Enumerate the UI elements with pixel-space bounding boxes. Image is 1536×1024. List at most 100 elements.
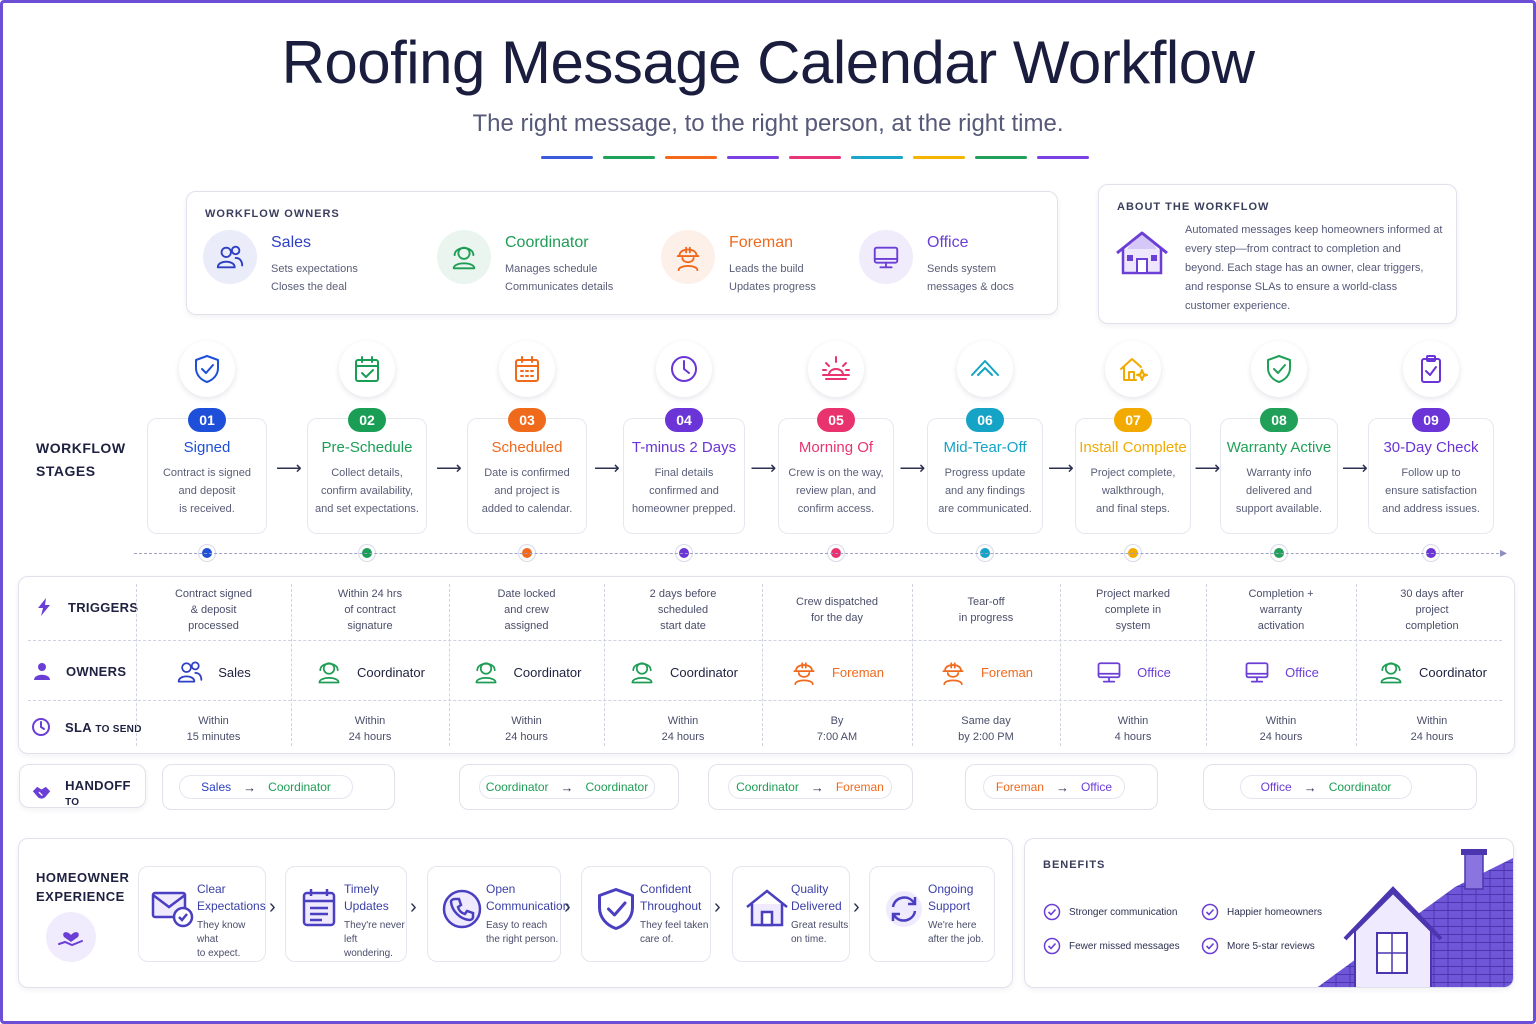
stage-desc-line: ensure satisfaction [1385,485,1477,497]
experience-desc-line: the right person. [486,934,559,945]
trigger-line: completion [1405,620,1459,632]
stage-desc-line: delivered and [1245,485,1313,497]
owner-desc-line: Sends system [927,263,997,275]
trigger-line: 30 days after [1400,588,1464,600]
handoff-box [965,764,1158,810]
divider-dash [1037,156,1089,159]
experience-title-line: Timely [344,882,379,896]
handoff-to: Office [1080,780,1113,794]
stage-title: Mid-Tear-Off [943,439,1027,456]
sla-line: Within [1416,715,1448,727]
sla-line: 15 minutes [186,731,241,743]
sla-cell: Within 24 hours [1362,713,1502,745]
stage-title: Install Complete [1079,439,1187,456]
trigger-line: Completion + [1248,588,1314,600]
divider-dash [541,156,593,159]
chevron-right-icon: › [853,896,860,918]
column-divider [762,584,763,746]
benefit-item: More 5-star reviews [1201,937,1315,955]
trigger-line: project [1415,604,1449,616]
sla-cell: Within 24 hours [1211,713,1351,745]
trigger-line: system [1115,620,1151,632]
trigger-line: complete in [1104,604,1162,616]
monitor-icon [1243,658,1271,686]
experience-desc-line: Easy to reach [486,920,548,931]
sla-label: SLA TO SEND [65,720,142,735]
stage-arrow: ⟶ [1194,458,1221,478]
divider-dash [913,156,965,159]
stage-card-08 [1220,418,1338,534]
handoff-from: Sales [201,780,232,794]
stage-card-05 [778,418,894,534]
sla-line: 24 hours [348,731,392,743]
handoff-to: Foreman [835,780,884,794]
trigger-line: signature [347,620,393,632]
trigger-line: assigned [504,620,549,632]
stage-details-table [18,576,1515,754]
arrow-right-icon: → [1055,779,1069,795]
stage-arrow: ⟶ [276,458,302,478]
check-circle-icon [1043,903,1061,921]
sunrise-icon [808,341,864,397]
stage-desc-line: Progress update [944,467,1026,479]
stage-card-09 [1368,418,1494,534]
stage-desc-line: homeowner prepped. [632,503,736,515]
trigger-line: warranty [1259,604,1303,616]
experience-desc-line: after the job. [928,934,984,945]
stage-arrow: ⟶ [1342,458,1368,478]
sla-line: 24 hours [1410,731,1454,743]
stage-description: Project complete,walkthrough,and final s… [1063,464,1203,518]
sla-line: Within [1265,715,1297,727]
house-icon [1116,231,1168,275]
stage-desc-line: and project is [494,485,560,497]
owner-name: Office [927,234,969,251]
clock-icon [656,341,712,397]
monitor-icon [1095,658,1123,686]
benefit-item: Happier homeowners [1201,903,1322,921]
handoff-pill: Office→Coordinator [1240,775,1412,799]
experience-desc-line: on time. [791,934,827,945]
experience-desc-line: They know what [197,920,246,945]
sla-line: Within [354,715,386,727]
handoff-row-label: HANDOFF TO [32,778,145,808]
stage-description: Collect details,confirm availability,and… [297,464,437,518]
benefit-item: Fewer missed messages [1043,937,1180,955]
experience-title-line: Clear [197,882,226,896]
divider-dash [789,156,841,159]
experience-label-line2: EXPERIENCE [36,889,125,904]
stage-desc-line: Final details [654,467,714,479]
handoff-label-main: HANDOFF [65,778,131,793]
experience-desc-line: left wondering. [344,934,393,959]
stage-desc-line: support available. [1235,503,1323,515]
person-icon [34,663,50,680]
chevron-right-icon: › [410,896,417,918]
sla-line: By [830,715,844,727]
arrow-right-icon: → [243,779,257,795]
stage-desc-line: and any findings [944,485,1026,497]
headset-icon [315,658,343,686]
sla-line: 24 hours [505,731,548,743]
trigger-line: scheduled [657,604,709,616]
divider-dash [603,156,655,159]
experience-title-line: Open [486,882,516,896]
handoff-from: Coordinator [736,780,799,794]
check-circle-icon [1043,937,1061,955]
owner-cell: Coordinator [452,654,602,690]
trigger-line: Project marked [1096,588,1170,600]
sla-line: 24 hours [1259,731,1303,743]
column-divider [1060,584,1061,746]
handoff-pill: Sales→Coordinator [179,775,353,799]
